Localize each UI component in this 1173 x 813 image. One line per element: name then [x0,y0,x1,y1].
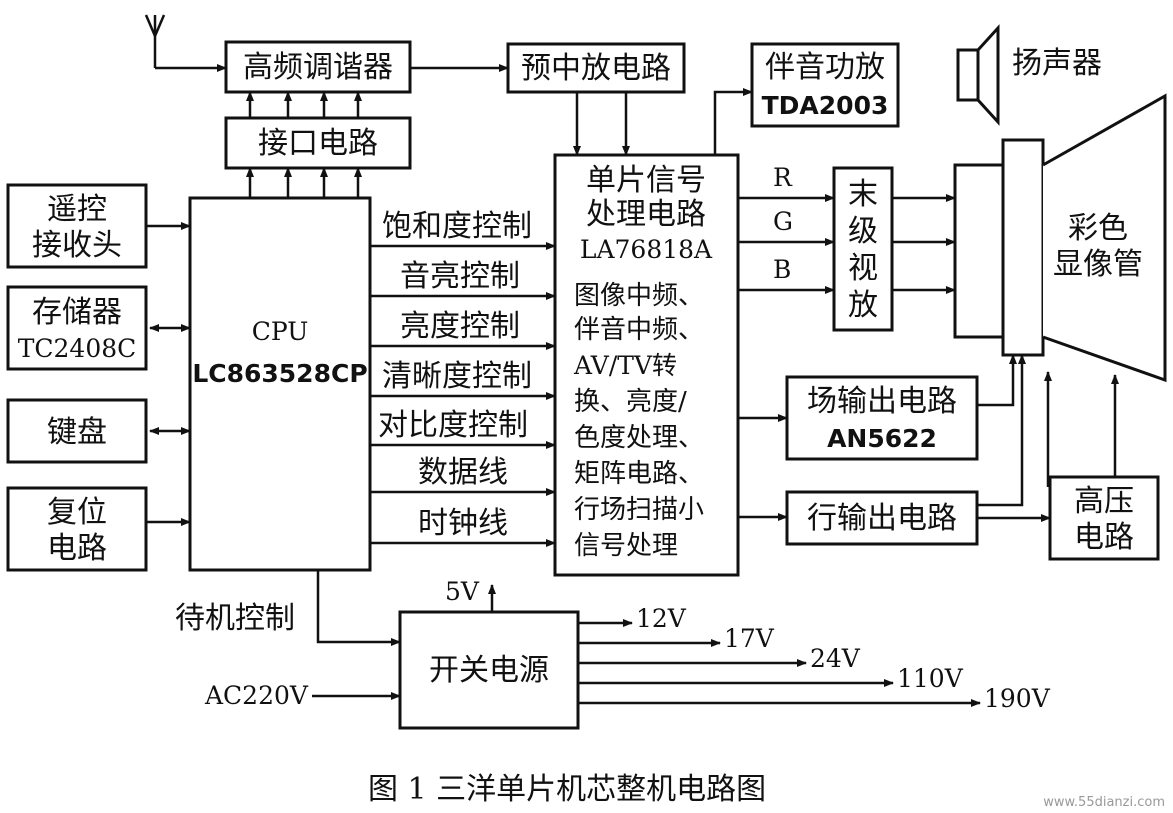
audio-amp-label: 伴音功放 [765,50,885,85]
horiz-out-label: 行输出电路 [807,501,957,536]
reset-label-2: 电路 [47,531,107,566]
preamp-label: 预中放电路 [521,51,671,86]
soc-func-5: 色度处理、 [574,423,704,453]
v190-label: 190V [984,684,1051,713]
power-supply-block: 开关电源 [398,610,580,730]
crt-tube: 彩色 显像管 [953,93,1167,383]
b-label: B [773,255,791,284]
standby-label: 待机控制 [175,601,295,636]
audio-amp-chip: TDA2003 [762,91,889,120]
vertical-to-yoke-arrow [977,354,1017,407]
remote-receiver-block: 遥控 接收头 [6,183,148,269]
psu-label: 开关电源 [429,653,549,688]
volume-label: 音亮控制 [400,259,520,294]
clock-line-label: 时钟线 [418,506,508,541]
cpu-to-soc-lines [370,242,556,547]
v17-label: 17V [724,624,775,653]
antenna-icon [144,14,166,68]
v110-label: 110V [897,664,964,693]
remote-label-2: 接收头 [32,228,122,263]
soc-func-6: 矩阵电路、 [574,459,704,489]
signal-processor-block: 单片信号 处理电路 LA76818A 图像中频、 伴音中频、 AV/TV转 换、… [553,153,740,577]
saturation-label: 饱和度控制 [382,209,532,244]
horizontal-output-block: 行输出电路 [785,490,979,546]
soc-chip: LA76818A [580,235,713,264]
r-label: R [773,163,793,192]
sharpness-label: 清晰度控制 [382,359,532,394]
vertical-output-block: 场输出电路 AN5622 [785,375,979,461]
watermark: www.55dianzi.com [1043,795,1165,810]
speaker-icon [956,24,1000,126]
interface-to-tuner-arrows [246,91,362,118]
contrast-label: 对比度控制 [378,408,528,443]
video-out-2: 级 [848,214,878,249]
standby-control-arrow [316,570,401,646]
hv-label-1: 高压 [1074,484,1134,519]
high-voltage-block: 高压 电路 [1048,475,1160,561]
interface-label: 接口电路 [258,126,378,161]
crt-label-2: 显像管 [1053,247,1143,282]
soc-func-2: 伴音中频、 [574,315,704,345]
soc-title-1: 单片信号 [586,163,706,198]
tuner-label: 高频调谐器 [243,50,393,85]
memory-label: 存储器 [32,295,122,330]
audio-amp-block: 伴音功放 TDA2003 [750,42,900,128]
memory-block: 存储器 TC2408C [6,285,148,371]
soc-title-2: 处理电路 [586,197,706,232]
soc-func-7: 行场扫描小 [574,495,704,525]
video-out-4: 放 [848,288,878,323]
remote-label-1: 遥控 [47,192,107,227]
v24-label: 24V [810,644,861,673]
vert-out-label: 场输出电路 [807,384,957,419]
preamp-block: 预中放电路 [506,42,686,94]
reset-block: 复位 电路 [6,486,148,572]
video-out-3: 视 [848,251,878,286]
cpu-chip: LC863528CP [192,359,367,388]
tuner-block: 高频调谐器 [224,40,412,94]
reset-label-1: 复位 [47,495,107,530]
cpu-block: CPU LC863528CP [188,196,372,572]
video-out-1: 末 [848,177,878,212]
vert-out-chip: AN5622 [827,424,937,453]
soc-to-audio-amp-arrow [713,88,753,155]
ac-input-label: AC220V [204,681,309,710]
data-line-label: 数据线 [418,455,508,490]
video-output-block: 末 级 视 放 [832,166,894,332]
soc-func-8: 信号处理 [574,531,678,561]
keyboard-block: 键盘 [6,398,148,464]
g-label: G [773,207,793,236]
soc-func-3: AV/TV转 [573,351,677,380]
v5-label: 5V [445,577,480,606]
v12-label: 12V [636,604,687,633]
brightness-label: 亮度控制 [400,309,520,344]
cpu-label: CPU [252,317,309,346]
hv-label-2: 电路 [1074,520,1134,555]
keyboard-label: 键盘 [47,415,107,450]
memory-chip: TC2408C [18,334,137,363]
cpu-to-interface-arrows [246,167,362,198]
horizontal-to-yoke-arrow [977,354,1026,507]
soc-func-1: 图像中频、 [574,281,704,311]
soc-func-4: 换、亮度/ [574,387,687,417]
figure-caption: 图 1 三洋单片机芯整机电路图 [368,772,766,807]
speaker-label: 扬声器 [1012,46,1102,81]
interface-block: 接口电路 [224,116,412,170]
crt-label-1: 彩色 [1068,211,1128,246]
